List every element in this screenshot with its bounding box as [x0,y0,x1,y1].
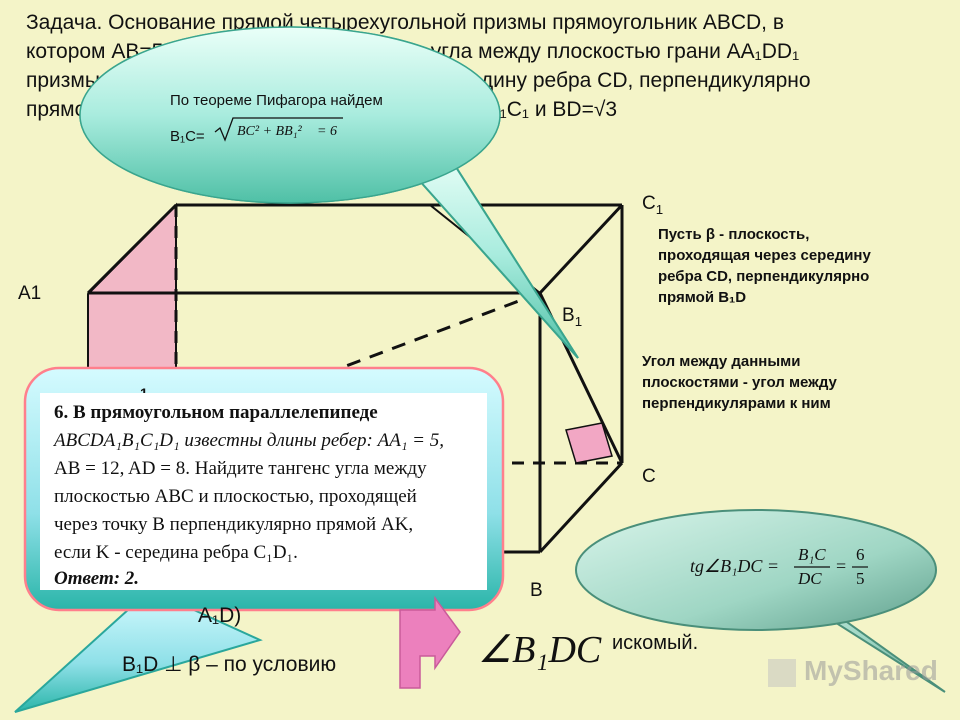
edge-a1d1 [86,203,178,295]
svg-text:tg∠B₁DC =: tg∠B₁DC = [690,556,779,576]
note-line: перпендикулярами к ним [642,395,831,412]
callout-left-tail [14,588,263,713]
svg-text:BC² + BB₁²: BC² + BB₁² [237,124,303,139]
label-a1: A1 [18,283,42,304]
fragment-a1d: A₁D) [198,604,242,627]
sought-text: искомый. [612,632,699,654]
angle-b1dc: ∠B₁DC [478,629,602,671]
problem-line: если K - середина ребра C₁D₁. [54,542,298,563]
svg-text:5: 5 [856,569,865,588]
problem-answer: Ответ: 2. [54,568,140,589]
note-line: ребра CD, перпендикулярно [658,268,870,285]
note-line: Угол между данными [642,353,801,370]
note-beta-plane: Пусть β - плоскость, проходящая через се… [658,224,871,308]
problem-line: через точку B перпендикулярно прямой AK, [54,514,414,535]
label-c: C [642,466,656,487]
svg-text:=: = [836,556,846,576]
note-line: Пусть β - плоскость, [658,226,810,243]
formula-tg: tg∠B₁DC = B₁C DC = 6 5 [690,545,868,588]
note-line: прямой B₁D [658,289,747,306]
callout-tg [575,509,937,631]
problem-line: 6. В прямоугольном параллелепипеде [54,402,378,423]
watermark: MyShared [804,655,938,686]
note-angle: Угол между данными плоскостями - угол ме… [642,351,837,414]
callout-top-line2: B₁C= [170,128,205,145]
note-line: плоскостями - угол между [642,374,837,391]
problem-card: 6. В прямоугольном параллелепипеде ABCDA… [40,393,487,590]
note-line: проходящая через середину [658,247,871,264]
arrow-shape [399,595,461,689]
plane-beta-piece [565,422,613,464]
condition-text: B₁D ⊥ β – по условию [122,653,337,676]
problem-line: плоскостью ABC и плоскостью, проходящей [54,486,417,507]
problem-line: ABCDA₁B₁C₁D₁ известны длины ребер: AA₁ =… [54,430,445,451]
edge-b1c1 [538,203,624,295]
svg-text:= 6: = 6 [317,124,337,139]
problem-line: AB = 12, AD = 8. Найдите тангенс угла ме… [54,458,427,479]
title-line: Задача. Основание прямой четырехугольной… [26,11,784,34]
callout-top-line1: По теореме Пифагора найдем [170,92,383,109]
svg-text:6: 6 [856,545,865,564]
label-b1: B1 [562,305,583,329]
label-b: B [530,580,543,601]
watermark-logo-icon [768,659,796,687]
edge-bc [538,461,624,554]
label-c1: C1 [642,193,664,217]
svg-text:DC: DC [797,569,822,588]
svg-text:B₁C: B₁C [798,545,826,564]
